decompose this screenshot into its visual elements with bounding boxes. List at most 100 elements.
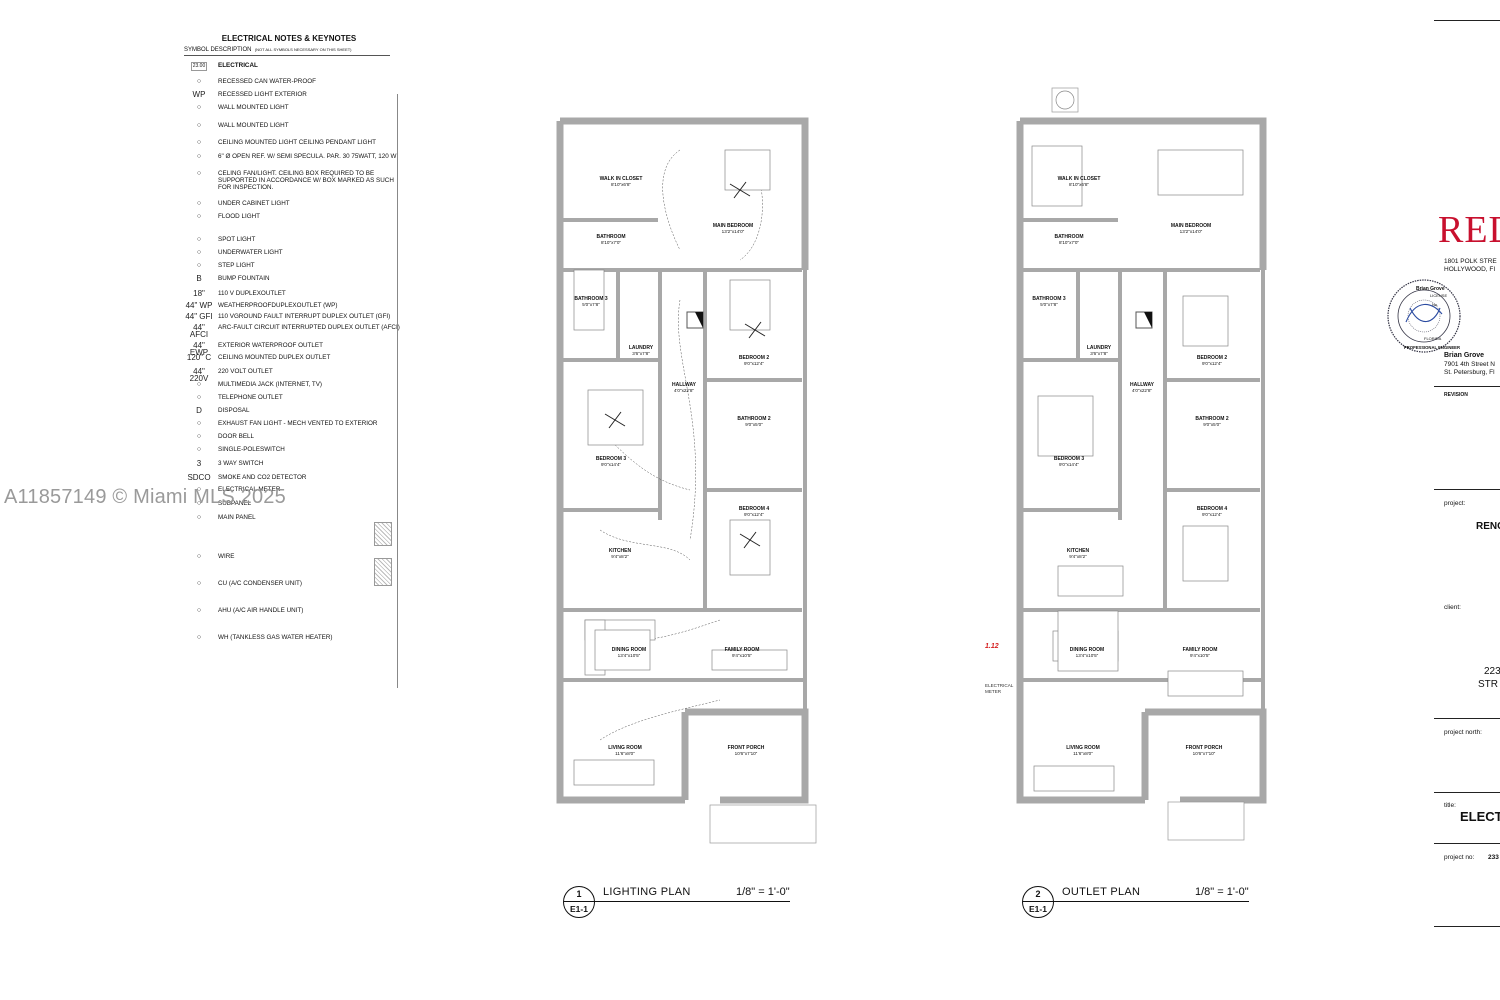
legend-description: EXHAUST FAN LIGHT - MECH VENTED TO EXTER… <box>218 420 378 427</box>
legend-symbol-icon: ○ <box>196 553 202 560</box>
engineer-name: Brian Grove <box>1444 352 1485 359</box>
room-name: HALLWAY <box>672 382 696 388</box>
legend-description: 3 WAY SWITCH <box>218 460 264 467</box>
room-name: FRONT PORCH <box>1185 745 1223 751</box>
title-label: title: <box>1444 802 1456 809</box>
firm-logo: RED <box>1438 209 1500 251</box>
revision-label: REVISION <box>1444 392 1468 398</box>
project-no-value: 233 <box>1488 854 1499 861</box>
legend-symbol-icon: 44" WP <box>185 301 213 310</box>
room-dimensions: 9'0"x12'4" <box>1201 512 1223 517</box>
legend-description: CEILING MOUNTED LIGHT CEILING PENDANT LI… <box>218 139 376 146</box>
legend-symbol-icon: ○ <box>196 500 202 507</box>
legend-description: WALL MOUNTED LIGHT <box>218 122 289 129</box>
legend-description: CEILING MOUNTED DUPLEX OUTLET <box>218 354 331 361</box>
outlet-plan-drawing <box>1016 87 1267 841</box>
watermark: A11857149 © Miami MLS 2025 <box>4 486 286 508</box>
legend-description: TELEPHONE OUTLET <box>218 394 283 401</box>
room-name: MAIN BEDROOM <box>712 223 754 229</box>
room-name: BATHROOM 3 <box>1032 296 1066 302</box>
room-dimensions: 3'6"x7'8" <box>1090 351 1108 356</box>
room-dimensions: 9'4"x10'5" <box>1189 653 1211 658</box>
room-name: BEDROOM 3 <box>595 456 627 462</box>
legend-section-label: ELECTRICAL <box>218 62 258 69</box>
lighting-plan-sheet: E1-1 <box>570 904 588 914</box>
lighting-plan-wires <box>599 149 763 741</box>
lighting-plan-title: LIGHTING PLAN <box>603 886 691 898</box>
room-dimensions: 9'0"x5'0" <box>745 422 763 427</box>
legend-symbol-icon: 44" EWP <box>189 341 209 357</box>
room-name: HALLWAY <box>1130 382 1154 388</box>
room-dimensions: 8'10"x7'0" <box>600 240 622 245</box>
engineer-seal <box>1387 279 1461 353</box>
legend-description: WEATHERPROOFDUPLEXOUTLET (WP) <box>218 302 338 309</box>
engineer-address-2: St. Petersburg, Fl <box>1444 369 1495 376</box>
legend-symbol-icon: ○ <box>196 200 202 207</box>
room-name: WALK IN CLOSET <box>1057 176 1101 182</box>
legend-description: EXTERIOR WATERPROOF OUTLET <box>218 342 323 349</box>
legend-description: SPOT LIGHT <box>218 236 256 243</box>
room-dimensions: 9'0"x12'4" <box>743 512 765 517</box>
lighting-plan-walls <box>556 117 809 804</box>
legend-description: 6" Ø OPEN REF. W/ SEMI SPECULA. PAR. 30 … <box>218 153 397 160</box>
legend-symbol-icon: ○ <box>196 580 202 587</box>
tb-rule <box>1434 718 1500 720</box>
outlet-plan-underline <box>1053 901 1249 903</box>
client-line-1: 223 <box>1484 666 1500 677</box>
legend-description: CELING FAN/LIGHT. CEILING BOX REQUIRED T… <box>218 170 394 191</box>
room-name: DINING ROOM <box>611 647 647 653</box>
legend-section-code: 23.00 <box>191 62 207 71</box>
room-name: LIVING ROOM <box>608 745 642 751</box>
legend-description: DOOR BELL <box>218 433 255 440</box>
client-label: client: <box>1444 604 1461 611</box>
legend-description: 110 VGROUND FAULT INTERRUPT DUPLEX OUTLE… <box>218 313 391 320</box>
room-name: LAUNDRY <box>628 345 654 351</box>
legend-description: RECESSED CAN WATER-PROOF <box>218 78 316 85</box>
legend-description: SINGLE-POLESWITCH <box>218 446 285 453</box>
room-name: BATHROOM 2 <box>1195 416 1229 422</box>
room-name: BEDROOM 2 <box>738 355 770 361</box>
legend-symbol-icon: 44" AFCI <box>189 323 209 339</box>
room-name: KITCHEN <box>608 548 632 554</box>
room-dimensions: 8'10"x6'8" <box>1068 182 1090 187</box>
electrical-meter-label: ELECTRICAL METER <box>985 683 1014 694</box>
wire-hatch-symbol <box>374 522 392 546</box>
outlet-plan-scale: 1/8" = 1'-0" <box>1195 886 1249 898</box>
firm-address-2: HOLLYWOOD, FI <box>1444 266 1496 273</box>
outlet-plan-title: OUTLET PLAN <box>1062 886 1141 898</box>
room-dimensions: 8'10"x7'0" <box>1058 240 1080 245</box>
legend-symbol-icon: ○ <box>196 607 202 614</box>
engineer-address-1: 7901 4th Street N <box>1444 361 1495 368</box>
lighting-plan-callout: 1 E1-1 <box>563 886 595 918</box>
legend-symbol-icon: ○ <box>196 249 202 256</box>
legend-symbol-icon: ○ <box>196 78 202 85</box>
legend-symbol-icon: ○ <box>196 634 202 641</box>
legend-symbol-icon: D <box>196 406 202 415</box>
legend-symbol-icon: 3 <box>196 459 202 468</box>
room-dimensions: 9'0"x12'4" <box>743 361 765 366</box>
project-north-label: project north: <box>1444 729 1482 736</box>
legend-symbol-icon: 44" GFI <box>185 312 213 321</box>
seal-no: No. <box>1432 302 1439 307</box>
legend-symbol-icon: ○ <box>196 514 202 521</box>
room-name: MAIN BEDROOM <box>1170 223 1212 229</box>
room-dimensions: 9'4"x10'5" <box>731 653 753 658</box>
lighting-plan-underline <box>594 901 790 903</box>
legend-description: UNDERWATER LIGHT <box>218 249 283 256</box>
legend-title: ELECTRICAL NOTES & KEYNOTES <box>221 34 357 43</box>
